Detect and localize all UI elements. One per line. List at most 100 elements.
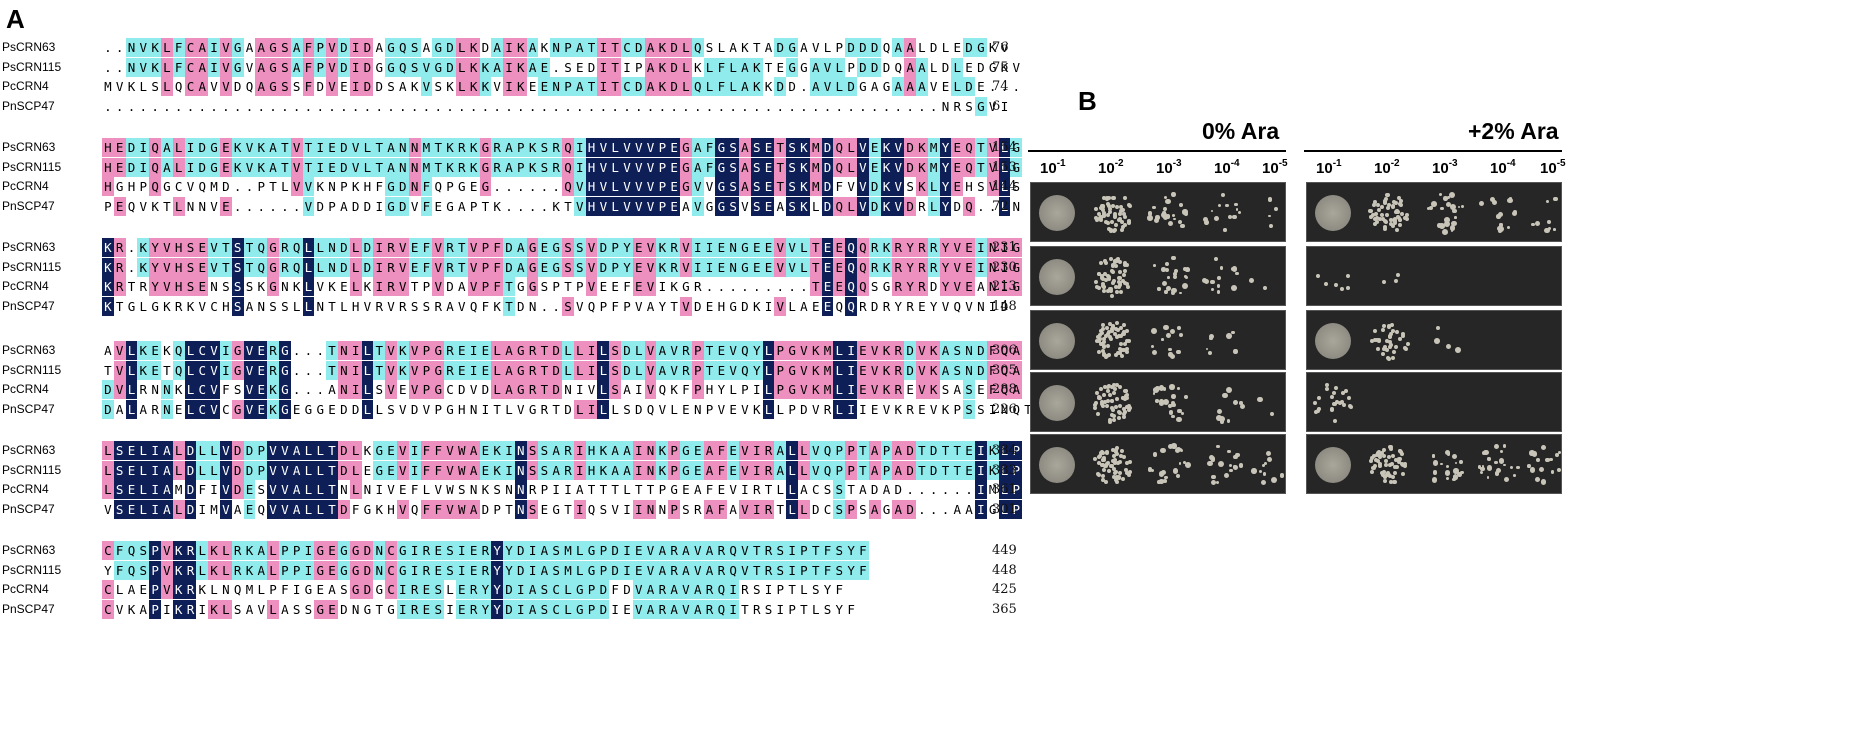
yeast-colony [1123,269,1128,274]
sequence-name: PnSCP47 [2,298,55,313]
yeast-colony [1382,279,1387,284]
yeast-colony [1109,229,1114,234]
yeast-colony [1126,203,1131,208]
yeast-colony [1095,339,1100,344]
yeast-colony [1102,399,1107,404]
yeast-colony [1101,196,1106,201]
yeast-colony [1387,324,1392,329]
yeast-colony [1097,285,1102,290]
yeast-colony [1381,216,1386,221]
yeast-colony [1387,444,1392,449]
yeast-colony [1235,271,1239,276]
yeast-colony [1201,277,1208,284]
yeast-colony [1375,202,1380,207]
yeast-colony [1117,471,1122,476]
yeast-colony [1178,461,1182,465]
yeast-colony [1427,207,1431,211]
yeast-colony [1108,287,1113,292]
sequence-name: PnSCP47 [2,98,55,113]
yeast-colony [1553,197,1558,202]
yeast-colony [1110,263,1115,268]
yeast-colony [1123,467,1128,472]
yeast-colony [1432,460,1439,466]
yeast-colony [1497,226,1503,232]
yeast-colony [1180,223,1186,229]
yeast-colony [1372,199,1377,204]
yeast-colony [1171,214,1176,218]
yeast-colony [1446,195,1451,200]
yeast-colony [1127,403,1132,408]
yeast-colony [1545,457,1550,463]
yeast-colony [1235,453,1240,458]
sequence-name: PsCRN63 [2,443,56,457]
yeast-colony [1173,217,1176,221]
yeast-colony [1101,478,1106,483]
yeast-colony [1217,204,1221,208]
yeast-colony [1398,337,1403,342]
yeast-colony [1452,475,1456,479]
yeast-colony [1404,212,1409,217]
yeast-colony [1124,339,1129,343]
yeast-colony [1112,461,1117,466]
yeast-colony [1116,333,1121,338]
yeast-colony [1128,470,1133,475]
yeast-colony [1096,349,1101,354]
yeast-colony [1171,443,1177,449]
yeast-colony [1105,343,1110,348]
yeast-colony [1157,480,1162,484]
yeast-colony [1100,327,1105,332]
yeast-colony [1391,329,1396,334]
yeast-colony [1391,223,1396,228]
yeast-colony [1395,210,1400,215]
yeast-colony [1112,474,1117,479]
yeast-colony [1092,405,1097,410]
spot-assay-plate [1306,310,1562,370]
yeast-colony [1095,335,1100,340]
yeast-colony [1157,287,1161,291]
yeast-colony [1147,215,1153,221]
yeast-colony [1127,221,1131,226]
yeast-colony [1238,463,1244,469]
yeast-colony [1219,265,1224,270]
yeast-colony [1106,195,1111,200]
yeast-colony [1099,462,1104,467]
yeast-colony [1116,327,1121,332]
dilution-label: 10-3 [1432,158,1458,177]
yeast-colony [1268,223,1274,228]
yeast-colony [1105,451,1110,456]
yeast-colony [1176,349,1182,355]
yeast-colony [1110,204,1115,209]
yeast-colony [1209,336,1213,341]
yeast-colony [1176,416,1182,422]
yeast-colony [1217,276,1222,280]
yeast-colony [1177,326,1181,331]
yeast-colony [1167,221,1173,227]
yeast-colony [1459,460,1463,465]
yeast-colony [1116,217,1121,222]
yeast-colony [1167,444,1174,450]
yeast-colony [1185,461,1191,468]
yeast-colony [1174,447,1180,453]
sequence-end-position: 76 [992,40,1009,55]
yeast-colony [1162,281,1168,287]
yeast-colony [1397,216,1402,221]
yeast-colony [1432,470,1438,475]
yeast-colony [1547,219,1552,224]
yeast-colony [1165,198,1172,205]
yeast-colony [1527,464,1532,468]
yeast-colony [1110,407,1115,412]
yeast-colony [1111,270,1116,275]
yeast-colony [1384,219,1389,224]
yeast-colony [1216,409,1222,415]
yeast-colony [1121,278,1126,283]
yeast-colony [1108,419,1113,424]
yeast-colony [1398,449,1403,454]
yeast-colony [1114,383,1119,388]
